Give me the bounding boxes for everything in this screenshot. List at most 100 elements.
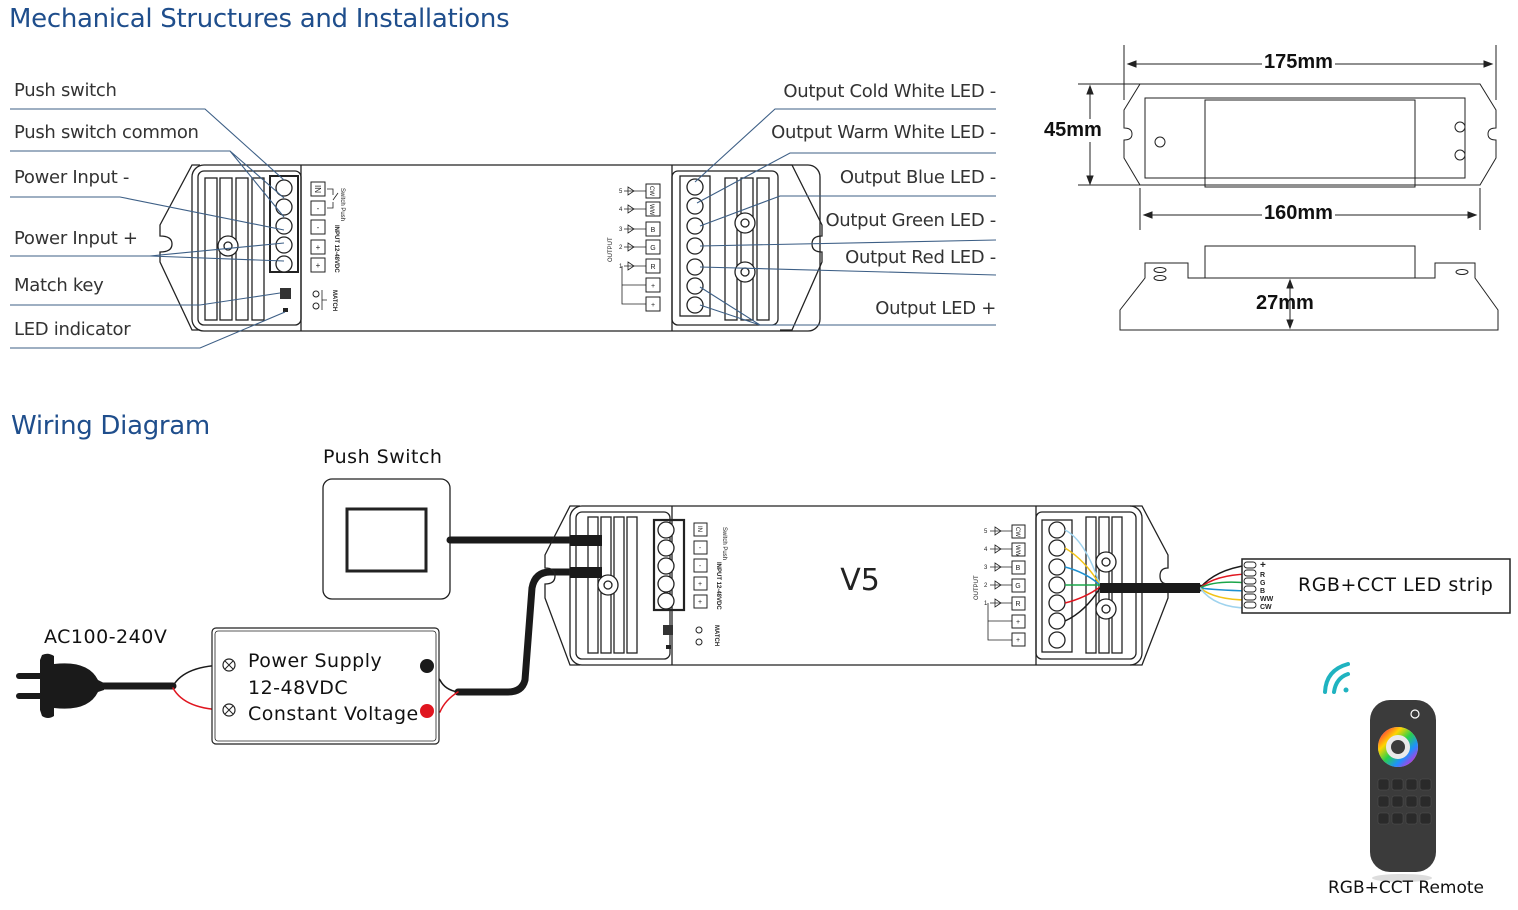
w-output-term-b: B: [1016, 565, 1021, 572]
input-term-0: IN: [313, 185, 322, 193]
label-led-indicator: LED indicator: [14, 319, 131, 340]
output-term-plus-1: +: [651, 283, 655, 290]
mechanical-controller-drawing: [159, 164, 823, 332]
w-match-label: MATCH: [713, 625, 719, 646]
push-switch-label: Push Switch: [323, 446, 443, 468]
power-cable-end: [570, 567, 602, 578]
psu-line-2: 12-48VDC: [248, 677, 349, 699]
output-ch-3: 3: [619, 227, 623, 233]
wiring-input-markings: IN - - + + Switch Push INPUT 12-48VDC MA…: [693, 522, 727, 646]
dimension-drawing-side: [1119, 245, 1499, 331]
output-term-r: R: [650, 264, 655, 271]
w-output-term-cw: CW: [1014, 527, 1020, 537]
label-output-red: Output Red LED -: [845, 247, 996, 268]
w-output-term-g: G: [1015, 583, 1020, 590]
match-label: MATCH: [331, 290, 337, 311]
wiring-output-wires: [1064, 529, 1101, 622]
w-input-switch-label: Switch Push: [721, 527, 727, 560]
mechanical-section-title: Mechanical Structures and Installations: [9, 4, 510, 34]
output-term-cw: CW: [648, 186, 654, 196]
strip-pin-b: B: [1260, 588, 1265, 595]
output-term-ww: WW: [648, 204, 654, 216]
strip-pin-cw: CW: [1260, 604, 1272, 611]
strip-pin-ww: WW: [1260, 596, 1274, 603]
input-markings-top: IN - - + + Switch Push INPUT 12-48VDC MA…: [310, 181, 345, 311]
w-output-term-plus-2: +: [1016, 637, 1020, 644]
w-input-term-0: IN: [696, 526, 702, 532]
label-power-input-minus: Power Input -: [14, 167, 130, 188]
w-output-ch-3: 3: [984, 565, 988, 571]
input-term-4: +: [316, 261, 321, 270]
output-ch-2: 2: [619, 245, 623, 251]
dim-length-body: 160mm: [1262, 202, 1335, 225]
switch-cable-end: [570, 535, 602, 546]
led-strip-label: RGB+CCT LED strip: [1298, 574, 1494, 596]
strip-pin-plus: +: [1260, 560, 1266, 571]
output-label: OUTPUT: [608, 237, 614, 262]
w-input-term-1: -: [699, 545, 702, 552]
output-cable: [1100, 583, 1200, 593]
w-output-term-r: R: [1015, 601, 1020, 608]
strip-pin-g: G: [1260, 580, 1266, 587]
dimension-drawing-top: [1078, 45, 1497, 230]
left-leader-lines: [10, 108, 286, 349]
label-output-warm-white: Output Warm White LED -: [771, 122, 996, 143]
label-output-green: Output Green LED -: [825, 210, 996, 231]
output-term-g: G: [650, 245, 655, 252]
w-output-ch-2: 2: [984, 583, 988, 589]
wiring-match-key: [663, 625, 673, 635]
led-strip: + R G B WW CW: [1241, 558, 1511, 614]
strip-pin-r: R: [1260, 572, 1265, 579]
remote-label: RGB+CCT Remote: [1328, 878, 1485, 898]
ac-plug-icon: [16, 653, 104, 718]
push-switch-device: [322, 478, 451, 600]
power-supply-box: [211, 627, 440, 745]
w-output-term-plus-1: +: [1016, 619, 1020, 626]
right-leader-lines: [694, 108, 997, 326]
output-markings-top: CW WW B G R + + 5 4 3 2 1 OUTPUT: [608, 183, 661, 312]
output-ch-4: 4: [619, 207, 623, 213]
output-term-b: B: [651, 227, 656, 234]
led-indicator: [283, 308, 288, 312]
w-output-ch-5: 5: [984, 529, 988, 535]
input-term-2: -: [317, 223, 320, 232]
dim-length-total: 175mm: [1262, 51, 1335, 74]
wiring-input-terminals: [657, 521, 675, 610]
input-switch-label: Switch Push: [339, 188, 345, 221]
input-term-1: -: [317, 204, 320, 213]
output-ch-5: 5: [619, 189, 623, 195]
wiring-controller-drawing: [544, 505, 1169, 666]
wiring-section-title: Wiring Diagram: [11, 411, 210, 441]
output-ch-1: 1: [619, 264, 623, 270]
dim-width: 45mm: [1042, 119, 1104, 142]
input-term-3: +: [316, 243, 321, 252]
input-voltage-label: INPUT 12-48VDC: [333, 225, 339, 273]
ac-voltage-label: AC100-240V: [44, 626, 168, 648]
label-push-switch-common: Push switch common: [14, 122, 199, 143]
w-output-ch-4: 4: [984, 547, 988, 553]
w-input-voltage-label: INPUT 12-48VDC: [715, 562, 721, 610]
psu-line-1: Power Supply: [248, 650, 383, 672]
psu-line-3: Constant Voltage: [248, 703, 419, 725]
label-output-blue: Output Blue LED -: [839, 167, 996, 188]
label-push-switch: Push switch: [14, 80, 117, 101]
wiring-output-markings: CW WW B G R + + 5 4 3 2 1 OUTPUT: [974, 524, 1026, 647]
w-input-term-3: +: [698, 581, 702, 588]
match-key-button: [280, 288, 291, 299]
wiring-led-indicator: [666, 645, 671, 649]
label-output-led-plus: Output LED +: [875, 298, 996, 319]
model-label: V5: [840, 563, 880, 598]
label-output-cold-white: Output Cold White LED -: [783, 81, 996, 102]
w-output-label: OUTPUT: [974, 575, 980, 600]
w-input-term-4: +: [698, 599, 702, 606]
w-output-term-ww: WW: [1014, 545, 1020, 557]
dim-height: 27mm: [1256, 292, 1314, 314]
w-output-ch-1: 1: [984, 601, 988, 607]
output-term-plus-2: +: [651, 302, 655, 309]
wireless-signal-icon: [1323, 662, 1350, 694]
label-match-key: Match key: [14, 275, 104, 296]
rgb-cct-remote: [1370, 700, 1436, 882]
w-input-term-2: -: [699, 563, 702, 570]
label-power-input-plus: Power Input +: [14, 228, 138, 249]
